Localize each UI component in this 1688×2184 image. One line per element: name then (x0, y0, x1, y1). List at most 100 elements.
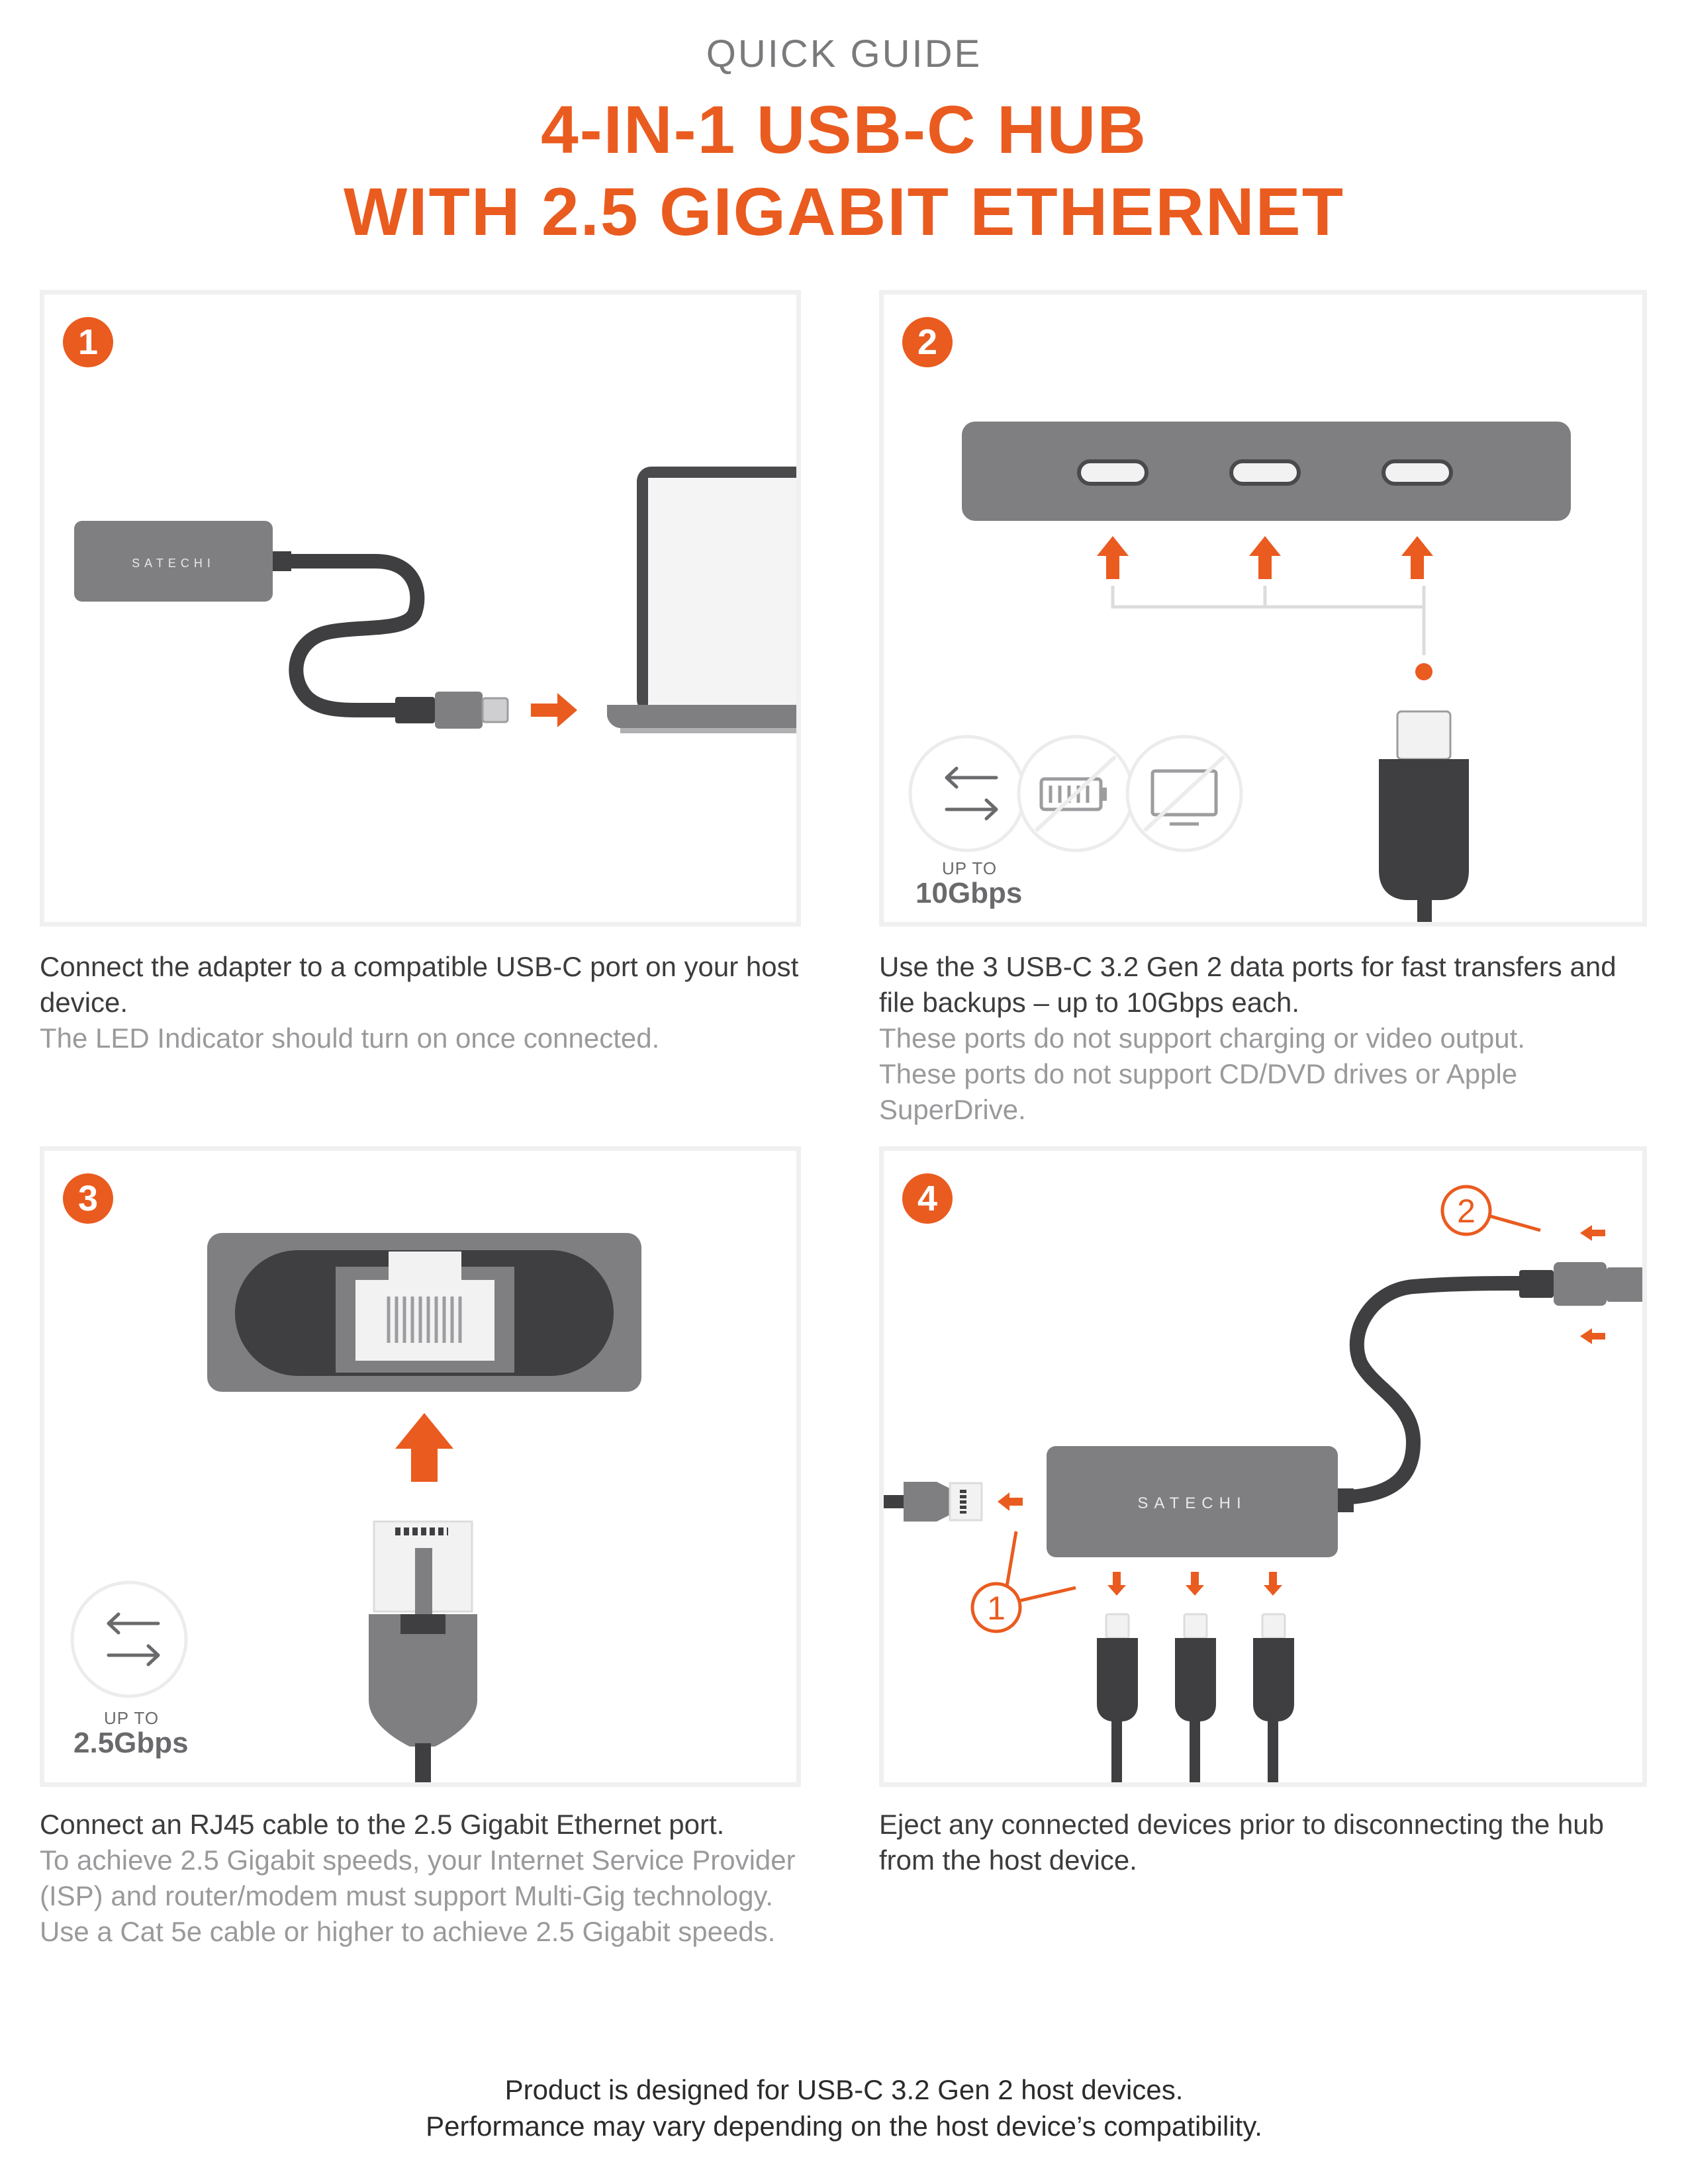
callout-1-circle (970, 1582, 1022, 1633)
step-2-note-2: These ports do not support CD/DVD drives… (879, 1058, 1518, 1125)
branch-origin-dot (1415, 663, 1432, 680)
step-3-illustration (70, 1233, 641, 1782)
step-2-badge: 2 (902, 317, 953, 367)
insert-arrow (395, 1413, 453, 1482)
eject-arrow-host-top (1580, 1225, 1605, 1241)
rj45-boot (369, 1614, 477, 1747)
port-arrow-2 (1249, 536, 1281, 579)
step-3-panel: 3 UP TO 2.5Gbps (40, 1146, 801, 1787)
step-2-description: Use the 3 USB-C 3.2 Gen 2 data ports for… (879, 949, 1647, 1128)
eject-arrow-port-3 (1264, 1572, 1282, 1596)
rj45-cable (415, 1743, 431, 1782)
speed-value-label: 2.5Gbps (73, 1727, 189, 1759)
step-1-illustration: SATECHI (74, 467, 796, 733)
step-2-note: These ports do not support charging or v… (879, 1023, 1525, 1054)
usbc-plug-boot (395, 697, 435, 723)
battery-tip (1101, 788, 1107, 801)
ethernet-port-tab (389, 1251, 461, 1283)
speed-prefix-label: UP TO (104, 1708, 160, 1728)
rj45-latch (415, 1548, 432, 1621)
step-3-badge: 3 (63, 1173, 113, 1224)
step-1-badge: 1 (63, 317, 113, 367)
data-transfer-icon (70, 1580, 188, 1698)
host-cable (1327, 1276, 1526, 1505)
callout-2-label: 2 (1457, 1193, 1476, 1230)
ethernet-boot (904, 1482, 950, 1522)
usbc-cable-3 (1268, 1720, 1278, 1782)
battery-bars (1049, 786, 1090, 803)
rj45-collar (400, 1614, 445, 1634)
callout-1-label: 1 (987, 1590, 1006, 1627)
eject-arrow-port-2 (1186, 1572, 1204, 1596)
hub-body (1047, 1446, 1338, 1557)
footer-line-1: Product is designed for USB-C 3.2 Gen 2 … (504, 2074, 1184, 2105)
charging-slash (1034, 754, 1117, 833)
hub-cable (284, 554, 425, 717)
data-transfer-arrows (107, 1612, 160, 1666)
eject-arrow-ethernet (998, 1492, 1023, 1511)
ethernet-cable (884, 1495, 904, 1508)
usbc-plug-tip-2 (1183, 1613, 1208, 1639)
usbc-plug-body-1 (1097, 1638, 1138, 1721)
laptop-base (607, 705, 796, 728)
callout-2-pointer (1488, 1214, 1541, 1232)
step-4-illustration: SATECHI 1 2 (884, 1185, 1642, 1782)
compatibility-footer: Product is designed for USB-C 3.2 Gen 2 … (0, 2071, 1688, 2144)
usbc-cable-line (1417, 897, 1432, 922)
usbc-plug-shell (435, 692, 483, 729)
host-plug-tip (1607, 1267, 1642, 1302)
step-4-panel: 4 SATECHI 1 (879, 1146, 1647, 1787)
step-2-panel: 2 UP TO 10Gbps (879, 290, 1647, 927)
step-4-instruction: Eject any connected devices prior to dis… (879, 1809, 1605, 1876)
step-3-note: To achieve 2.5 Gigabit speeds, your Inte… (40, 1844, 796, 1911)
speed-prefix-label: UP TO (942, 858, 998, 878)
step-3-note-2: Use a Cat 5e cable or higher to achieve … (40, 1916, 776, 1947)
step-1-instruction: Connect the adapter to a compatible USB-… (40, 951, 799, 1018)
step-3-instruction: Connect an RJ45 cable to the 2.5 Gigabit… (40, 1809, 725, 1840)
product-title-line2: WITH 2.5 GIGABIT ETHERNET (343, 174, 1345, 250)
callout-1-pointers (1005, 1531, 1076, 1603)
callout-2-circle (1440, 1185, 1492, 1236)
hub-cable-strain (1338, 1488, 1354, 1512)
eject-arrow-port-1 (1107, 1572, 1126, 1596)
port-arrow-3 (1401, 536, 1433, 579)
usbc-plug-body-2 (1175, 1638, 1216, 1721)
step-1-description: Connect the adapter to a compatible USB-… (40, 949, 801, 1056)
video-slash (1143, 754, 1226, 833)
usbc-cable-2 (1190, 1720, 1200, 1782)
hub-logo: SATECHI (132, 557, 215, 570)
host-plug-boot (1519, 1270, 1554, 1298)
guide-subtitle: QUICK GUIDE (706, 32, 982, 75)
step-1-note: The LED Indicator should turn on once co… (40, 1023, 660, 1054)
speed-value-label: 10Gbps (915, 877, 1023, 909)
eject-arrow-host-bottom (1580, 1328, 1605, 1344)
port-arrow-1 (1097, 536, 1129, 579)
usbc-plug-tip-1 (1105, 1613, 1130, 1639)
step-2-illustration (908, 422, 1571, 922)
usbc-port-1 (1077, 459, 1149, 486)
usbc-plug-tip-3 (1261, 1613, 1286, 1639)
data-transfer-arrows (945, 766, 998, 821)
step-4-badge: 4 (902, 1173, 953, 1224)
ethernet-port (355, 1280, 494, 1361)
step-4-description: Eject any connected devices prior to dis… (879, 1807, 1647, 1878)
step-1-panel: 1 SATECHI (40, 290, 801, 927)
step-2-instruction: Use the 3 USB-C 3.2 Gen 2 data ports for… (879, 951, 1617, 1018)
monitor-shape (1150, 769, 1218, 817)
product-title-line1: 4-IN-1 USB-C HUB (540, 92, 1148, 167)
host-plug-shell (1554, 1262, 1607, 1306)
step-3-description: Connect an RJ45 cable to the 2.5 Gigabit… (40, 1807, 801, 1950)
usbc-plug-body-3 (1253, 1638, 1294, 1721)
usbc-plug-body (1379, 759, 1469, 900)
ethernet-pins (387, 1297, 462, 1343)
data-transfer-icon (908, 735, 1026, 852)
usbc-plug-tip (1396, 710, 1452, 760)
footer-line-2: Performance may vary depending on the ho… (426, 2111, 1262, 2142)
branch-lines (1111, 586, 1426, 655)
hub-body (74, 521, 273, 602)
hub-logo: SATECHI (1137, 1494, 1246, 1512)
laptop-base-edge (620, 728, 796, 733)
insert-arrow (531, 693, 577, 727)
usbc-port-3 (1382, 459, 1453, 486)
usbc-port-2 (1229, 459, 1301, 486)
